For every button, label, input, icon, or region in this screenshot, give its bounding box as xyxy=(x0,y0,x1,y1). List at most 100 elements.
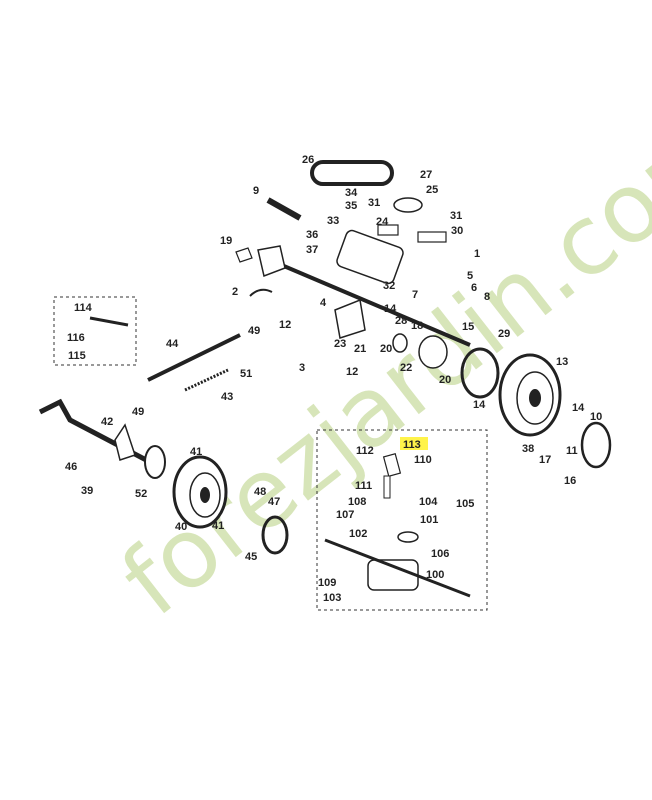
part-label-p41a: 41 xyxy=(190,446,202,458)
part-label-p115: 115 xyxy=(68,350,86,362)
clip-2 xyxy=(249,288,273,297)
part-label-p27: 27 xyxy=(420,169,432,181)
part-label-p39: 39 xyxy=(81,485,93,497)
part-label-p49a: 49 xyxy=(248,325,260,337)
part-label-p30: 30 xyxy=(451,225,463,237)
pulley-52 xyxy=(144,445,166,479)
part-label-p31a: 31 xyxy=(368,197,380,209)
part-label-p114: 114 xyxy=(74,302,93,314)
part-label-p24: 24 xyxy=(376,216,389,228)
bracket-42 xyxy=(114,423,136,461)
part-label-p52: 52 xyxy=(135,488,147,500)
transmission-housing xyxy=(336,229,404,285)
part-label-p103: 103 xyxy=(323,592,341,604)
hubcap-16 xyxy=(580,421,612,469)
part-label-p51: 51 xyxy=(240,368,252,380)
part-label-p106: 106 xyxy=(431,548,449,560)
part-label-p33: 33 xyxy=(327,215,339,227)
part-label-p12a: 12 xyxy=(279,319,291,331)
part-label-p14c: 14 xyxy=(572,402,585,414)
part-label-p34: 34 xyxy=(345,187,358,199)
part-label-p4: 4 xyxy=(320,297,327,309)
part-label-p20a: 20 xyxy=(380,343,392,355)
part-label-p41b: 41 xyxy=(212,520,224,532)
part-label-p47: 47 xyxy=(268,496,280,508)
part-label-p25: 25 xyxy=(426,184,438,196)
front-wheel-40 xyxy=(172,455,228,529)
part-label-p31b: 31 xyxy=(450,210,462,222)
part-label-p26: 26 xyxy=(302,154,314,166)
part-label-p42: 42 xyxy=(101,416,113,428)
part-label-p8: 8 xyxy=(484,291,490,303)
part-label-p108: 108 xyxy=(348,496,366,508)
highlight-113 xyxy=(400,437,428,450)
part-label-p36: 36 xyxy=(306,229,318,241)
part-label-p6: 6 xyxy=(471,282,477,294)
part-label-113: 113 xyxy=(403,439,421,451)
inset-box-gearbox xyxy=(316,429,488,611)
part-label-p45: 45 xyxy=(245,551,257,563)
part-label-p1: 1 xyxy=(474,248,480,260)
part-label-p14b: 14 xyxy=(473,399,486,411)
part-label-p3: 3 xyxy=(299,362,305,374)
part-label-p100: 100 xyxy=(426,569,444,581)
pulley-25 xyxy=(393,197,423,213)
part-label-p38: 38 xyxy=(522,443,534,455)
spring-43 xyxy=(184,368,229,392)
part-label-p17: 17 xyxy=(539,454,551,466)
part-label-p7: 7 xyxy=(412,289,418,301)
part-label-p116: 116 xyxy=(67,332,85,344)
part-label-p13: 13 xyxy=(556,356,568,368)
rod-44 xyxy=(147,333,241,382)
ring-29 xyxy=(460,347,500,399)
part-label-p44: 44 xyxy=(166,338,179,350)
part-19 xyxy=(235,247,253,263)
part-label-p19: 19 xyxy=(220,235,232,247)
part-label-p29: 29 xyxy=(498,328,510,340)
part-label-p15: 15 xyxy=(462,321,474,333)
part-label-p21: 21 xyxy=(354,343,366,355)
bracket-4 xyxy=(334,298,366,339)
part-label-p11: 11 xyxy=(566,445,578,457)
part-label-p111: 111 xyxy=(355,480,372,492)
part-label-p14a: 14 xyxy=(384,303,397,315)
gearbox-assembly xyxy=(324,453,471,598)
part-label-p101: 101 xyxy=(420,514,438,526)
bracket-left xyxy=(257,245,286,278)
hub-disk-18 xyxy=(418,335,448,369)
part-label-p48: 48 xyxy=(254,486,266,498)
cable-114 xyxy=(89,316,129,327)
part-label-p40: 40 xyxy=(175,521,187,533)
part-label-p49b: 49 xyxy=(132,406,144,418)
part-label-p10: 10 xyxy=(590,411,602,423)
part-label-p2: 2 xyxy=(232,286,238,298)
part-label-p107: 107 xyxy=(336,509,354,521)
part-label-p12b: 12 xyxy=(346,366,358,378)
gear-28 xyxy=(392,333,408,353)
part-label-p112: 112 xyxy=(356,445,374,457)
belt xyxy=(310,160,394,186)
part-label-p16: 16 xyxy=(564,475,576,487)
part-label-p46: 46 xyxy=(65,461,77,473)
part-label-p18: 18 xyxy=(411,320,423,332)
part-label-p102: 102 xyxy=(349,528,367,540)
part-label-p109: 109 xyxy=(318,577,336,589)
axle-42 xyxy=(38,398,152,465)
part-label-p5: 5 xyxy=(467,270,473,282)
inset-box-cable xyxy=(53,296,137,366)
rod-9 xyxy=(266,197,302,221)
part-label-p20b: 20 xyxy=(439,374,451,386)
part-label-p43: 43 xyxy=(221,391,233,403)
part-label-p35: 35 xyxy=(345,200,357,212)
bracket-30 xyxy=(417,231,447,243)
part-label-p23: 23 xyxy=(334,338,346,350)
main-axle xyxy=(264,256,471,347)
part-label-p22: 22 xyxy=(400,362,412,374)
rear-wheel-13 xyxy=(498,353,562,437)
bracket-24 xyxy=(377,224,399,236)
part-label-p104: 104 xyxy=(419,496,438,508)
hubcap-45 xyxy=(261,515,289,555)
part-label-p105: 105 xyxy=(456,498,474,510)
